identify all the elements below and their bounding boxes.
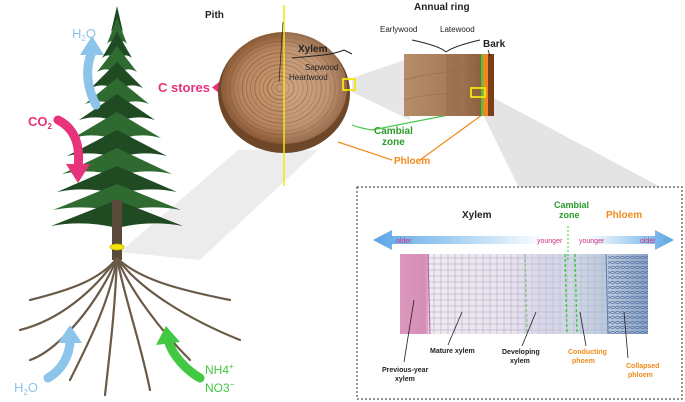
root-branch — [28, 256, 119, 302]
detail-panel — [356, 186, 683, 400]
funnel-ring-to-detail — [470, 88, 685, 200]
root-branch — [115, 256, 232, 302]
co2-down-arrowhead — [66, 164, 90, 183]
growth-ring — [229, 40, 336, 136]
older-left-label: older — [396, 238, 412, 245]
mature-xylem-label: Mature xylem — [430, 348, 475, 355]
bark-label: Bark — [483, 39, 506, 50]
annual-ring-wedge — [403, 39, 494, 116]
nitrogen-arrow — [163, 335, 205, 383]
root-branch — [115, 256, 242, 342]
heartwood-label: Heartwood — [289, 73, 328, 82]
growth-ring — [258, 68, 304, 108]
latewood-label: Latewood — [440, 25, 475, 34]
ring-zoom-box — [470, 87, 486, 98]
growth-ring — [241, 52, 322, 124]
co2-label: CO2 — [28, 114, 53, 131]
growth-ring — [271, 79, 290, 97]
growth-ring — [254, 64, 309, 112]
root-branch — [103, 256, 119, 397]
h2o-root-arrowhead — [58, 325, 82, 343]
older-right-label: older — [640, 238, 656, 245]
h2o-root-arrow — [43, 335, 75, 383]
funnel-tree-to-log — [120, 150, 318, 260]
canopy-tier — [53, 184, 181, 212]
co2-down-arrow — [53, 115, 84, 173]
canopy-tier — [97, 46, 137, 74]
tree-roots — [18, 256, 242, 397]
detail-phloem-label: Phloem — [606, 210, 642, 221]
root-branch — [115, 256, 152, 392]
younger-right-label: younger — [579, 238, 605, 245]
growth-ring — [225, 36, 341, 140]
older-left-arrow — [373, 230, 545, 250]
h2o-bottom-label: H2O — [14, 380, 38, 397]
canopy-tier — [85, 78, 149, 106]
tree-trunk — [112, 200, 122, 260]
tree — [18, 6, 242, 397]
growth-ring — [237, 48, 327, 128]
root-branch — [18, 256, 119, 332]
younger-left-label: younger — [537, 238, 563, 245]
funnel-log-to-ring — [352, 58, 410, 120]
tree-canopy — [51, 6, 183, 228]
canopy-tier — [67, 130, 167, 158]
nitrogen-arrowhead — [156, 326, 180, 345]
canopy-tier — [91, 62, 143, 90]
root-branch — [115, 256, 192, 362]
h2o-top-label: H2O — [72, 26, 96, 43]
older-right-arrow — [586, 230, 674, 250]
root-branch — [68, 256, 119, 382]
root-branch — [28, 256, 119, 362]
growth-ring — [220, 33, 345, 143]
pith-label: Pith — [205, 10, 224, 21]
h2o-up-arrowhead — [80, 36, 104, 55]
detail-xylem-label: Xylem — [462, 210, 492, 221]
phloem-leader — [337, 141, 393, 161]
annual-ring-label: Annual ring — [414, 2, 470, 13]
log-cross-section — [218, 5, 356, 186]
nh4-label: NH4+ — [205, 362, 234, 377]
cambial-leader — [351, 124, 373, 131]
trunk-sample-marker — [109, 243, 125, 251]
sapwood-label: Sapwood — [305, 63, 338, 72]
xylem-label: Xylem — [298, 44, 328, 55]
growth-ring — [250, 60, 313, 116]
growth-ring — [262, 72, 299, 104]
h2o-up-arrow — [83, 47, 101, 110]
canopy-tier — [57, 166, 177, 194]
growth-ring — [266, 75, 295, 101]
no3-label: NO3− — [205, 380, 235, 395]
c-stores-label: C stores — [158, 80, 210, 95]
canopy-tier — [73, 112, 161, 140]
growth-ring — [246, 56, 318, 120]
canopy-tier — [79, 94, 155, 122]
phloem-label: Phloem — [394, 156, 430, 167]
log-zoom-box — [342, 78, 356, 91]
earlywood-label: Earlywood — [380, 25, 417, 34]
canopy-tier — [62, 148, 172, 176]
growth-ring — [233, 44, 331, 132]
